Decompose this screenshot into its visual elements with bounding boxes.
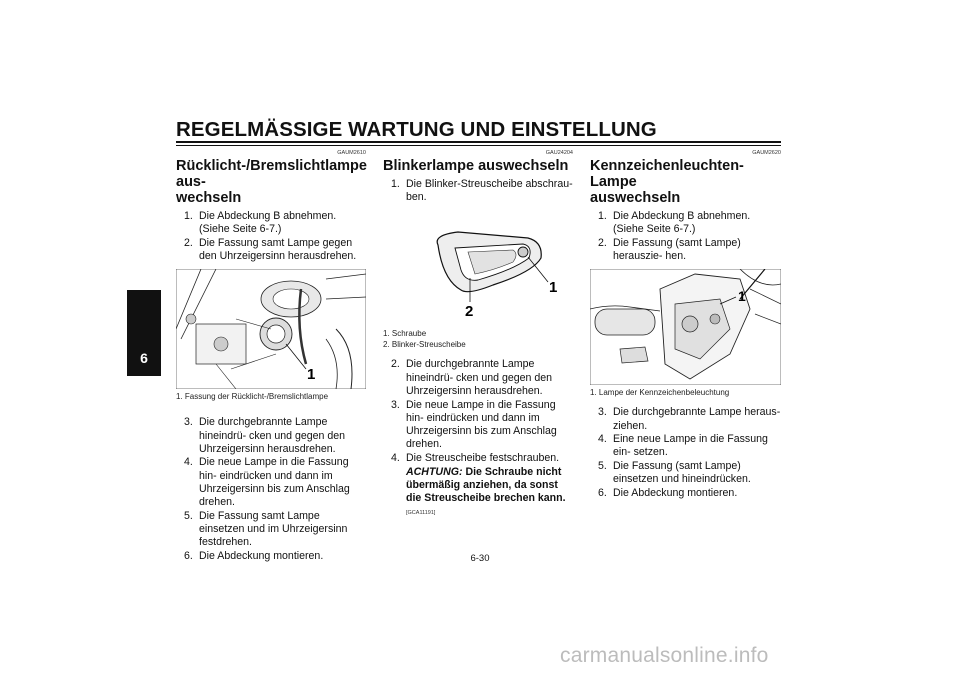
figure-callout-1: 1 xyxy=(549,279,557,296)
list-item: 2.Die durchgebrannte Lampe hineindrü- ck… xyxy=(391,358,553,397)
list-item: 4.Die Streuscheibe festschrauben. xyxy=(391,451,560,464)
taillight-socket-illustration: 1 xyxy=(176,269,366,390)
list-item: 2.Die Fassung (samt Lampe) herauszie- he… xyxy=(598,236,741,263)
list-item: 1.Die Abdeckung B abnehmen. (Siehe Seite… xyxy=(598,210,751,236)
list-item: 4.Eine neue Lampe in die Fassung ein- se… xyxy=(598,433,768,459)
steps-list: 2.Die durchgebrannte Lampe hineindrü- ck… xyxy=(383,358,573,465)
section-title: Kennzeichenleuchten-Lampe auswechseln xyxy=(590,158,744,206)
figure-taillight: 1 1. Fassung der Rücklicht-/Bremslichtla… xyxy=(176,269,366,402)
list-item: 3.Die durchgebrannte Lampe hineindrü- ck… xyxy=(184,416,346,455)
warning-note: ACHTUNG: Die Schraube nicht übermäßig an… xyxy=(406,465,566,517)
figure-turn-signal: 1 2 1. Schraube 2. Blinker-Streuscheibe xyxy=(383,210,573,350)
figure-caption: 1. Fassung der Rücklicht-/Bremslichtlamp… xyxy=(176,392,329,402)
list-item: 3.Die durchgebrannte Lampe heraus- ziehe… xyxy=(598,406,781,432)
watermark: carmanualsonline.info xyxy=(560,644,769,667)
header-rule-thin xyxy=(176,145,781,146)
list-item: 4.Die neue Lampe in die Fassung hin- ein… xyxy=(184,456,350,509)
figure-caption: 1. Lampe der Kennzeichenbeleuchtung xyxy=(590,388,730,398)
license-light-illustration: 1 xyxy=(590,269,781,386)
section-title: Blinkerlampe auswechseln xyxy=(383,158,569,174)
section-turn-signal: GAU24204 Blinkerlampe auswechseln 1.Die … xyxy=(383,150,573,520)
section-code: GAUM2610 xyxy=(337,150,366,156)
section-taillight: GAUM2610 Rücklicht-/Bremslichtlampe aus-… xyxy=(176,150,367,564)
header-rule xyxy=(176,141,781,143)
page-number: 6-30 xyxy=(470,553,490,564)
figure-callout-2: 2 xyxy=(465,303,473,320)
list-item: 6.Die Abdeckung montieren. xyxy=(184,549,324,562)
list-item: 6.Die Abdeckung montieren. xyxy=(598,487,738,500)
page-title: REGELMÄSSIGE WARTUNG UND EINSTELLUNG xyxy=(176,118,657,141)
figure-callout: 1 xyxy=(307,366,315,383)
figure-callout: 1 xyxy=(738,288,746,304)
list-item: 5.Die Fassung (samt Lampe) einsetzen und… xyxy=(598,460,751,486)
list-item: 5.Die Fassung samt Lampe einsetzen und i… xyxy=(184,509,348,549)
steps-list: 1.Die Blinker-Streuscheibe abschrau- ben… xyxy=(383,178,573,204)
section-code: GAUM2620 xyxy=(752,150,781,156)
section-license-light: GAUM2620 Kennzeichenleuchten-Lampe auswe… xyxy=(590,150,781,501)
chapter-number: 6 xyxy=(140,350,148,366)
steps-list: 1.Die Abdeckung B abnehmen. (Siehe Seite… xyxy=(176,210,366,263)
list-item: 2.Die Fassung samt Lampe gegen den Uhrze… xyxy=(184,236,357,263)
turn-signal-lens-illustration: 1 2 xyxy=(436,231,557,320)
list-item: 3.Die neue Lampe in die Fassung hin- ein… xyxy=(391,398,557,451)
section-code: GAU24204 xyxy=(545,150,573,156)
list-item: 1.Die Abdeckung B abnehmen. (Siehe Seite… xyxy=(184,210,337,236)
steps-list: 3.Die durchgebrannte Lampe heraus- ziehe… xyxy=(590,406,781,500)
section-title: Rücklicht-/Bremslichtlampe aus- wechseln xyxy=(176,158,367,206)
figure-license-light: 1 1. Lampe der Kennzeichenbeleuchtung xyxy=(590,269,781,398)
list-item: 1.Die Blinker-Streuscheibe abschrau- ben… xyxy=(391,178,573,204)
steps-list: 1.Die Abdeckung B abnehmen. (Siehe Seite… xyxy=(590,210,781,263)
figure-caption: 1. Schraube 2. Blinker-Streuscheibe xyxy=(383,329,466,350)
steps-list: 3.Die durchgebrannte Lampe hineindrü- ck… xyxy=(176,416,366,563)
chapter-tab: 6 xyxy=(127,290,161,376)
